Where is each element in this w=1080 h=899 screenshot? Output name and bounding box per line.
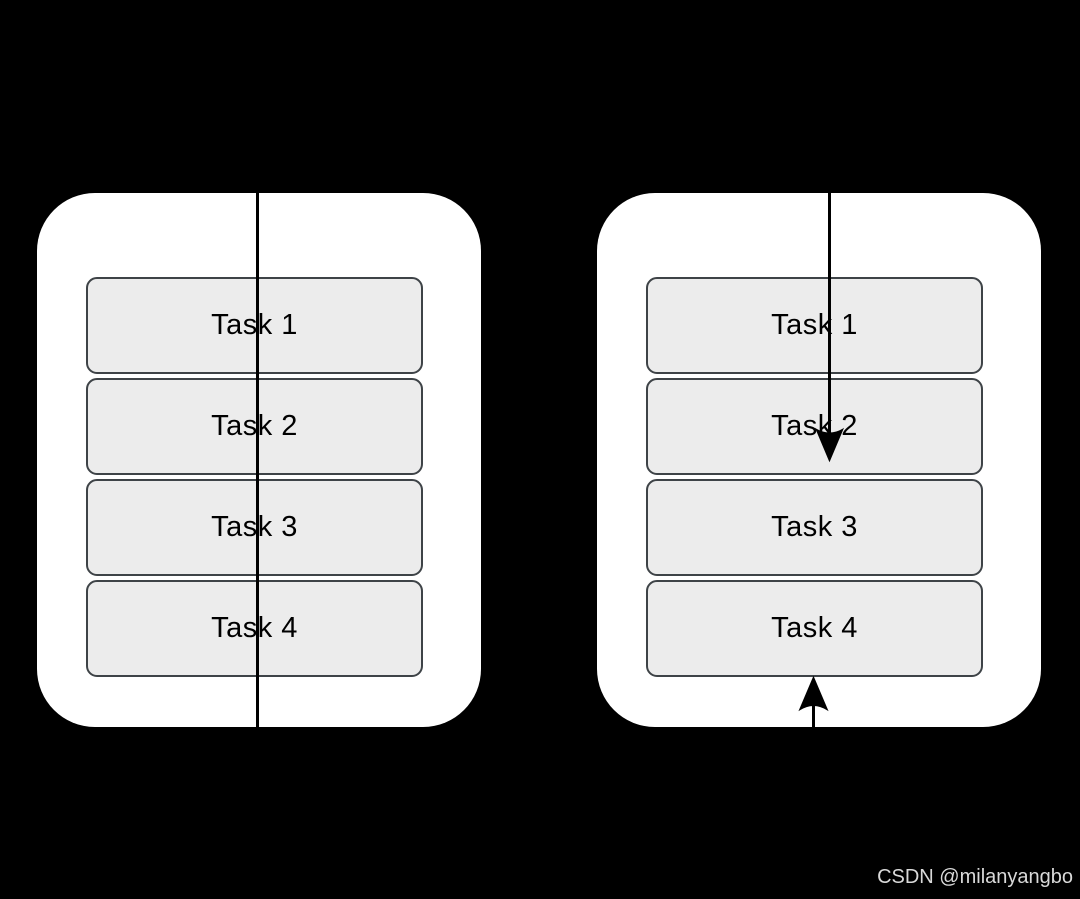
right-task-2: Task 2 [646,378,983,475]
right-task-1: Task 1 [646,277,983,374]
left-task-3: Task 3 [86,479,423,576]
task-label: Task 1 [211,309,298,341]
left-task-2: Task 2 [86,378,423,475]
right-task-4: Task 4 [646,580,983,677]
task-label: Task 4 [211,612,298,644]
right-task-panel: Task 1 Task 2 Task 3 Task 4 [597,193,1041,727]
task-label: Task 1 [771,309,858,341]
right-task-3: Task 3 [646,479,983,576]
watermark: CSDN @milanyangbo [877,866,1073,888]
task-label: Task 2 [771,410,858,442]
task-label: Task 3 [211,511,298,543]
left-task-1: Task 1 [86,277,423,374]
left-task-panel: Task 1 Task 2 Task 3 Task 4 [37,193,481,727]
task-label: Task 4 [771,612,858,644]
task-label: Task 3 [771,511,858,543]
left-task-4: Task 4 [86,580,423,677]
task-label: Task 2 [211,410,298,442]
